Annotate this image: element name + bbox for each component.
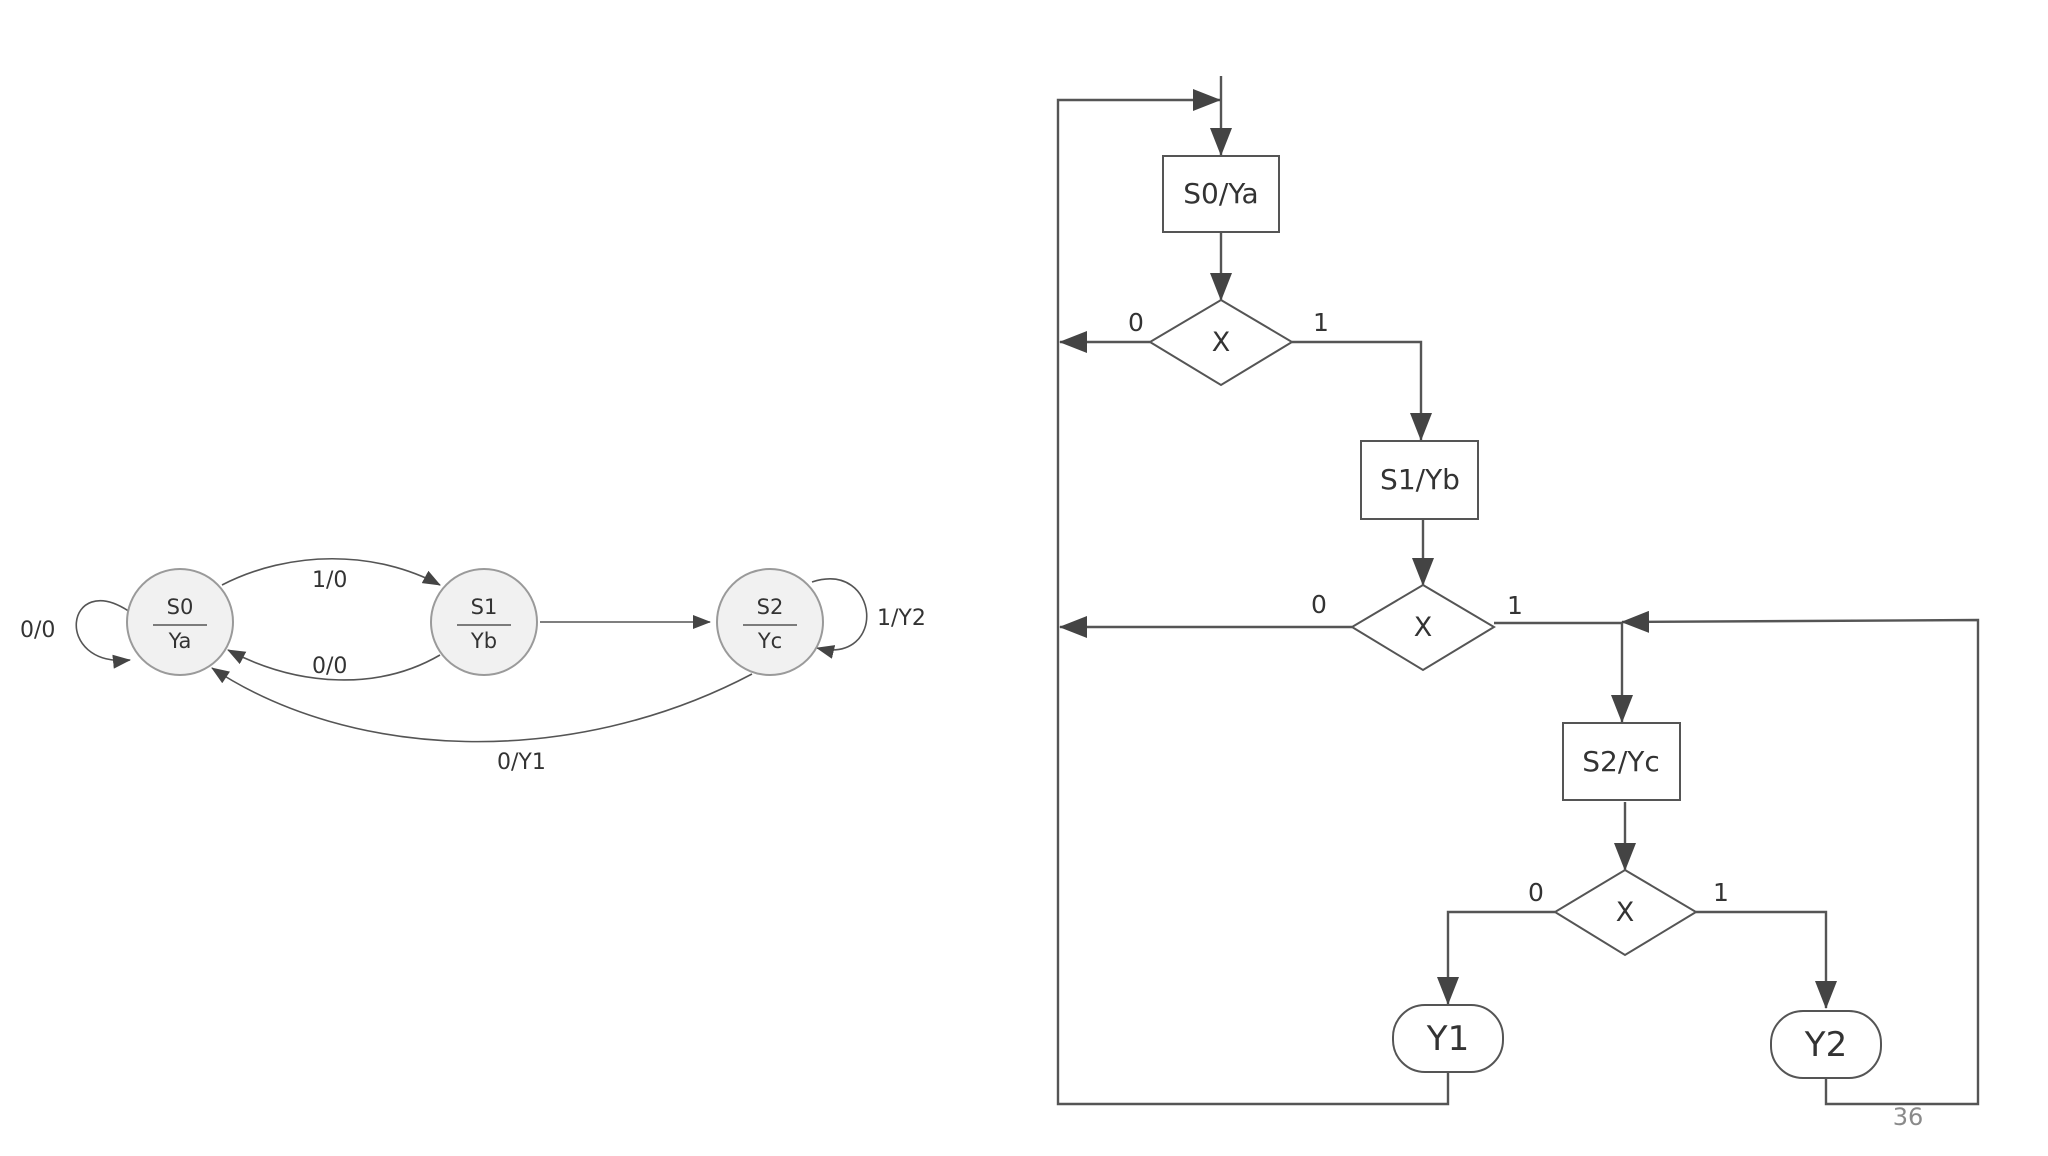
state-box-s1-label: S1/Yb <box>1380 463 1460 496</box>
state-s0-output: Ya <box>168 629 192 653</box>
decision-x2-label: X <box>1414 612 1433 643</box>
state-s1: S1 Yb <box>430 568 538 676</box>
state-box-s1: S1/Yb <box>1360 440 1479 520</box>
state-s1-output: Yb <box>470 629 497 653</box>
flow-x2-one <box>1494 621 1633 723</box>
transition-s2-self <box>811 578 868 659</box>
decision-x3: X <box>1553 868 1698 957</box>
branch-label-x3-one: 1 <box>1713 878 1729 907</box>
state-box-s2-label: S2/Yc <box>1582 745 1660 778</box>
decision-x3-label: X <box>1616 897 1635 928</box>
branch-label-x1-zero: 0 <box>1128 308 1144 337</box>
flow-x1-one <box>1292 340 1432 441</box>
state-s2-output: Yc <box>757 629 782 653</box>
state-s0-name: S0 <box>167 595 194 619</box>
branch-label-x3-zero: 0 <box>1528 878 1544 907</box>
decision-x2: X <box>1350 583 1496 672</box>
branch-label-x2-zero: 0 <box>1311 590 1327 619</box>
flow-loop-left-return <box>1056 89 1450 1106</box>
flow-x3-one <box>1696 910 1837 1009</box>
state-s0: S0 Ya <box>126 568 234 676</box>
transition-s0-self <box>75 599 131 669</box>
output-y2-label: Y2 <box>1804 1025 1847 1065</box>
output-y1: Y1 <box>1392 1004 1504 1073</box>
state-box-s2: S2/Yc <box>1562 722 1681 801</box>
state-s2: S2 Yc <box>716 568 824 676</box>
transition-s0-to-s1 <box>221 557 441 586</box>
flow-x3-zero <box>1437 910 1555 1005</box>
label-s2-self: 1/Y2 <box>877 606 926 631</box>
output-y2: Y2 <box>1770 1010 1882 1079</box>
state-box-s0-label: S0/Ya <box>1183 177 1258 210</box>
transition-s2-to-s0 <box>211 667 753 743</box>
state-diagram: S0 Ya S1 Yb S2 Yc 0/0 1/0 0/0 1/Y2 0/Y1 <box>20 557 926 775</box>
output-y1-label: Y1 <box>1426 1019 1469 1059</box>
page-number: 36 <box>1893 1103 1924 1131</box>
decision-x1: X <box>1148 298 1294 387</box>
label-s2-to-s0: 0/Y1 <box>497 750 546 775</box>
decision-x1-label: X <box>1212 327 1231 358</box>
label-s1-to-s0: 0/0 <box>312 654 347 679</box>
state-box-s0: S0/Ya <box>1162 155 1280 233</box>
flow-loop-right-return <box>1621 610 1980 1106</box>
label-s0-to-s1: 1/0 <box>312 568 347 593</box>
flowchart: S0/Ya S1/Yb S2/Yc X X X 0 1 0 1 0 1 <box>1056 76 1980 1106</box>
branch-label-x2-one: 1 <box>1507 591 1523 620</box>
branch-label-x1-one: 1 <box>1313 308 1329 337</box>
state-s2-name: S2 <box>757 595 784 619</box>
state-s1-name: S1 <box>471 595 498 619</box>
label-s0-self: 0/0 <box>20 618 55 643</box>
transition-s1-to-s0 <box>227 649 441 681</box>
